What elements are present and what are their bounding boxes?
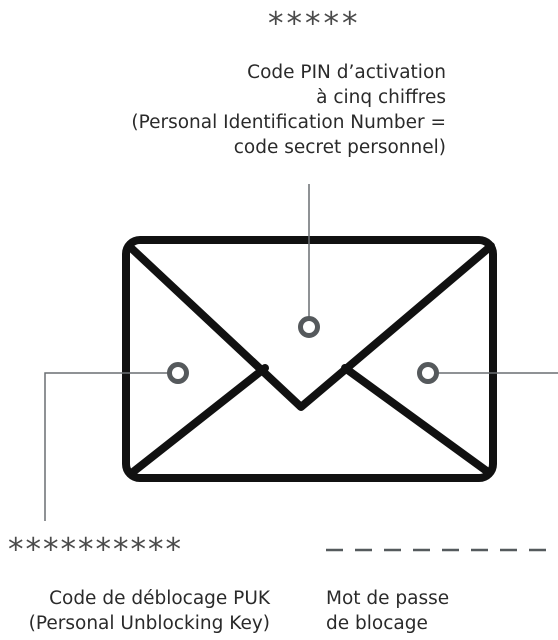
puk-connector-line bbox=[44, 372, 170, 521]
pin-line-3: (Personal Identification Number = bbox=[131, 112, 446, 133]
blocking-password-description: Mot de passe de blocage bbox=[326, 586, 546, 636]
puk-line-1: Code de déblocage PUK bbox=[49, 588, 270, 609]
envelope-fold-left bbox=[129, 364, 269, 476]
puk-mask: ********** bbox=[8, 532, 183, 568]
blocking-marker bbox=[417, 362, 439, 384]
puk-marker bbox=[167, 362, 189, 384]
envelope-flap bbox=[125, 242, 495, 411]
pin-mask: ***** bbox=[268, 6, 361, 42]
pin-line-4: code secret personnel) bbox=[233, 137, 446, 158]
blocking-line-2: de blocage bbox=[326, 613, 428, 634]
puk-description: Code de déblocage PUK (Personal Unblocki… bbox=[0, 586, 270, 636]
envelope-fold-right bbox=[341, 364, 492, 476]
pin-description: Code PIN d’activation à cinq chiffres (P… bbox=[60, 60, 446, 160]
pin-line-2: à cinq chiffres bbox=[316, 87, 446, 108]
puk-line-2: (Personal Unblocking Key) bbox=[28, 613, 270, 634]
pin-marker bbox=[298, 316, 320, 338]
pin-line-1: Code PIN d’activation bbox=[247, 62, 446, 83]
blocking-line-1: Mot de passe bbox=[326, 588, 450, 609]
